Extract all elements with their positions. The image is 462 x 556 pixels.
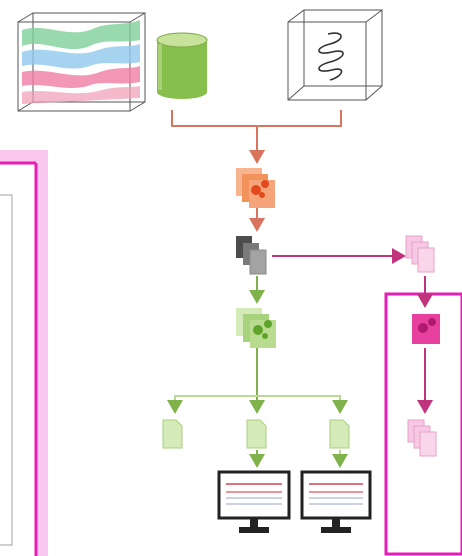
monitor-chart-icon-left bbox=[217, 470, 291, 533]
document-stack-pink-top-icon bbox=[405, 235, 435, 273]
document-stack-gray-icon bbox=[236, 236, 267, 275]
document-icon-right bbox=[329, 419, 350, 449]
layered-volume-cube-icon bbox=[17, 12, 146, 112]
output-split-connector bbox=[167, 348, 348, 414]
document-stack-pink-bottom-icon bbox=[407, 419, 437, 457]
document-icon-left bbox=[162, 419, 183, 449]
input-merge-connector bbox=[171, 110, 342, 164]
gear-documents-orange-icon bbox=[236, 168, 275, 208]
database-cylinder-icon bbox=[156, 32, 208, 99]
gear-document-pink-icon bbox=[412, 314, 440, 344]
left-highlight-panel bbox=[0, 150, 48, 556]
helix-volume-cube-icon bbox=[287, 9, 383, 101]
monitor-chart-icon-right bbox=[300, 470, 372, 533]
document-icon-middle bbox=[246, 419, 267, 449]
gear-documents-green-icon bbox=[236, 308, 276, 348]
